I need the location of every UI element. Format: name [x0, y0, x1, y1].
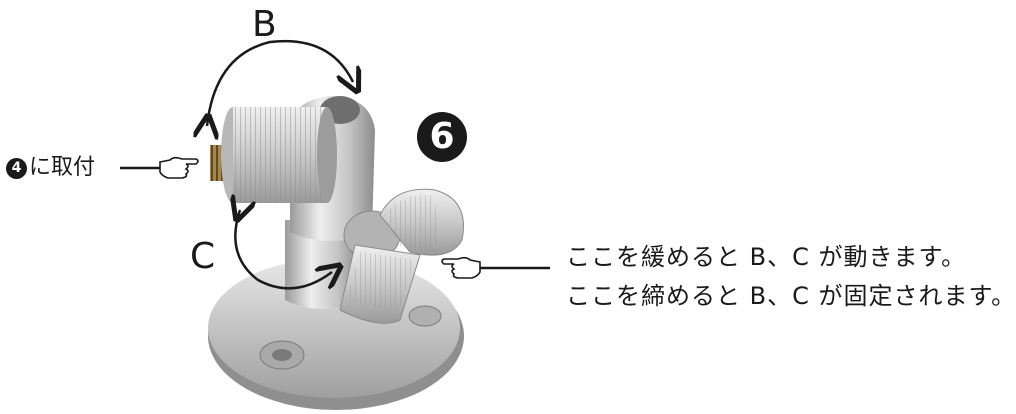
rotate-arrow-b-icon: [207, 39, 353, 126]
loosen-instruction: ここを緩めると B、C が動きます。: [566, 243, 967, 271]
rotate-arrow-c-icon: [235, 210, 332, 290]
label-c: C: [190, 236, 216, 277]
label-b: B: [252, 4, 277, 45]
step-number-badge: 6: [417, 112, 467, 162]
pointing-hand-icon: [159, 156, 199, 179]
pointing-hand-icon: [441, 256, 481, 279]
left-callout-text: に取付: [29, 155, 96, 180]
step-ref-badge: 4: [6, 158, 27, 179]
wing-nut: [339, 188, 464, 324]
tighten-instruction: ここを締めると B、C が固定されます。: [566, 282, 1016, 310]
knurled-knob: [221, 107, 337, 203]
